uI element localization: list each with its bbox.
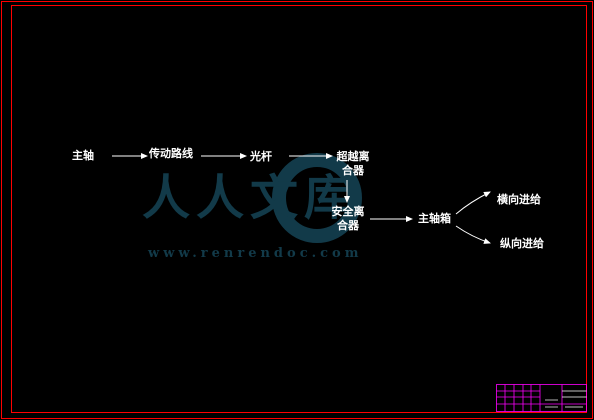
title-block-frame (496, 384, 587, 412)
arrow-spindlebox-to-longitudinal (455, 225, 491, 244)
watermark-text: 人人文库 (142, 170, 359, 226)
arrow-spindlebox-to-cross (455, 191, 491, 215)
node-spindle: 主轴 (72, 149, 94, 162)
watermark-url: www.renrendoc.com (148, 246, 363, 261)
watermark-ring (272, 153, 362, 243)
node-overrunning-line1: 超越离 (336, 150, 370, 163)
node-feed-rod: 光杆 (250, 150, 272, 163)
node-spindle-box: 主轴箱 (418, 212, 451, 225)
node-transmission-route: 传动路线 (149, 147, 193, 160)
node-safety-line1: 安全离 (331, 205, 365, 218)
node-safety-line2: 合器 (337, 219, 359, 232)
node-overrunning-line2: 合器 (342, 164, 364, 177)
inner-border (11, 5, 587, 413)
node-overrunning-clutch: 超越离 合器 (333, 150, 373, 178)
node-longitudinal-feed: 纵向进给 (500, 237, 544, 250)
node-safety-clutch: 安全离 合器 (326, 205, 370, 233)
node-cross-feed: 横向进给 (497, 193, 541, 206)
